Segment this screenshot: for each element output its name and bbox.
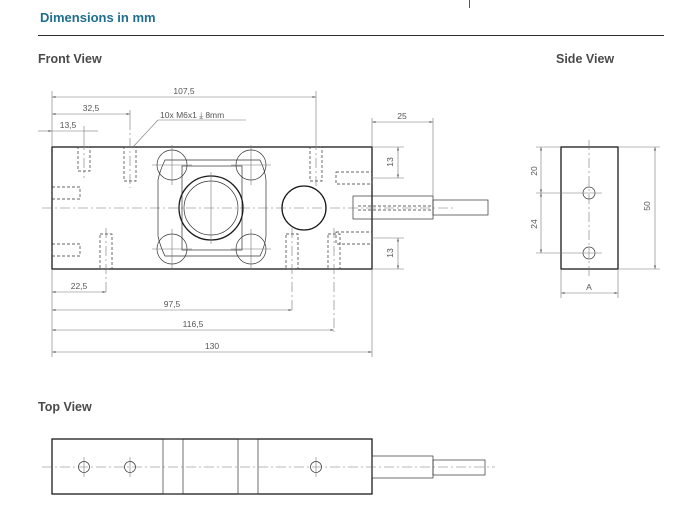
front-view-drawing: 107,5 32,5 13,5 10x M6x1 ⤓ 8mm 25 13 [38,86,489,357]
top-groove-right [237,438,259,495]
dim-13-upper: 13 [385,157,395,167]
dim-25: 25 [397,111,407,121]
dim-50: 50 [642,201,652,211]
cable-front [352,195,489,220]
strain-gauge-cover [281,185,327,231]
flexure-pocket [152,145,271,269]
side-view-drawing: 20 24 50 A [529,140,660,298]
header-divider [38,35,664,36]
dim-13-5: 13,5 [60,120,77,130]
front-view-heading: Front View [38,52,102,66]
top-view-drawing [42,438,495,495]
page-title: Dimensions in mm [40,10,156,25]
dim-24: 24 [529,219,539,229]
dim-20: 20 [529,166,539,176]
dim-130: 130 [205,341,219,351]
header-accent-mark [469,0,470,8]
thread-callout: 10x M6x1 ⤓ 8mm [160,110,224,120]
dim-107-5: 107,5 [173,86,195,96]
dim-13-lower: 13 [385,248,395,258]
dim-97-5: 97,5 [164,299,181,309]
load-cell-body-top [51,438,373,495]
top-view-heading: Top View [38,400,92,414]
dim-a: A [586,282,592,292]
dim-32-5: 32,5 [83,103,100,113]
dim-22-5: 22,5 [71,281,88,291]
dim-116-5: 116,5 [183,319,204,329]
front-dimensions: 107,5 32,5 13,5 10x M6x1 ⤓ 8mm 25 13 [38,86,434,357]
threaded-holes-hidden [51,120,373,332]
cable-top [371,455,486,479]
top-groove-left [162,438,184,495]
side-view-heading: Side View [556,52,615,66]
load-cell-body-side [560,146,619,270]
